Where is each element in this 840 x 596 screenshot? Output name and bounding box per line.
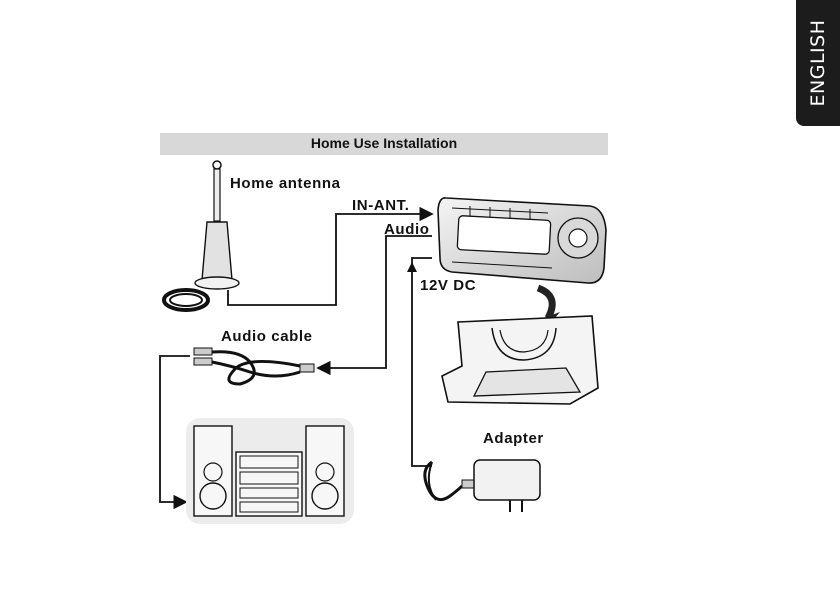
- stereo-system-illustration: [186, 418, 354, 524]
- audio-cable-illustration: [193, 347, 315, 386]
- audio-connection-line: [316, 235, 432, 376]
- label-audio: Audio: [384, 221, 430, 238]
- power-adapter-illustration: [423, 459, 541, 512]
- dock-cradle-illustration: [441, 315, 599, 405]
- label-audio-cable: Audio cable: [221, 328, 313, 345]
- label-adapter: Adapter: [483, 430, 544, 447]
- radio-receiver-illustration: [437, 197, 607, 284]
- antenna-connection-line: [227, 206, 434, 306]
- section-title-bar: Home Use Installation: [160, 133, 608, 155]
- language-tab: ENGLISH: [796, 0, 840, 126]
- stereo-connection-line: [159, 355, 190, 510]
- dock-arrow: [536, 284, 556, 320]
- label-home-antenna: Home antenna: [230, 175, 341, 192]
- home-antenna-illustration: [162, 160, 240, 312]
- section-title: Home Use Installation: [310, 135, 458, 151]
- label-in-ant: IN-ANT.: [352, 197, 410, 214]
- label-12v-dc: 12V DC: [420, 277, 477, 294]
- dc-connection-line: [411, 257, 432, 467]
